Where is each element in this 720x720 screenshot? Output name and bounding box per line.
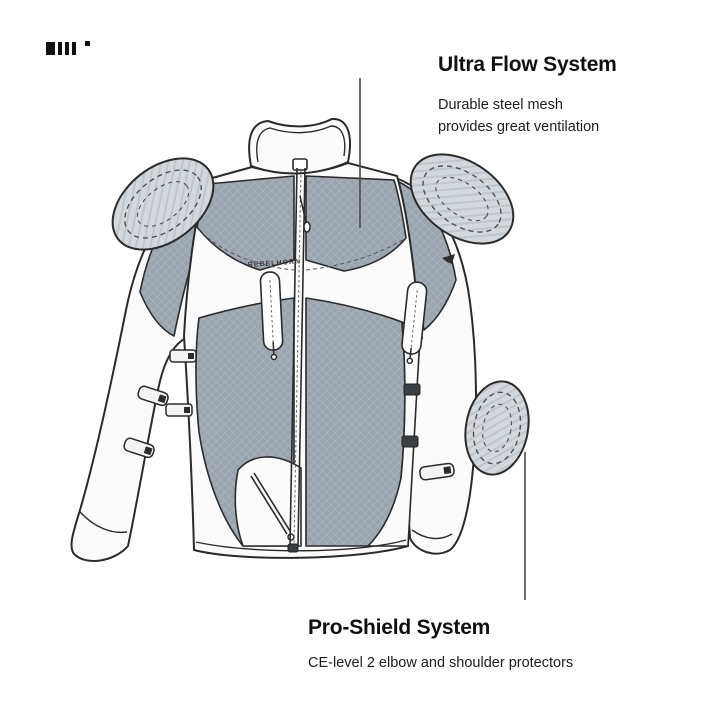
right-side-buckle-upper <box>403 383 421 396</box>
brand-bar <box>65 42 69 55</box>
right-side-buckle-lower <box>401 435 419 448</box>
right-cuff-seam <box>411 529 453 540</box>
right-elbow-protector-pad <box>464 380 530 476</box>
zipper-bottom-stop <box>287 543 299 553</box>
brand-bar <box>58 42 62 55</box>
zipper-pull <box>303 221 311 233</box>
right-chest-pocket-pullcord <box>409 347 412 358</box>
lower-pocket-zipper <box>253 472 291 532</box>
left-forearm-strap-upper <box>137 385 169 407</box>
ultra-flow-description-line1: Durable steel mesh <box>438 97 563 113</box>
right-chest-pocket-pull <box>406 357 414 365</box>
left-chest-pocket-zip <box>269 280 274 343</box>
left-chest-pocket-pullcord <box>272 341 275 355</box>
ultra-flow-title: Ultra Flow System <box>438 53 617 76</box>
lower-pocket-zipper <box>250 475 288 535</box>
right-side-panel <box>367 321 421 547</box>
hem-seam <box>195 539 407 552</box>
brand-square <box>85 41 90 46</box>
left-waist-strap-upper <box>169 349 197 363</box>
pro-shield-title: Pro-Shield System <box>308 616 491 639</box>
main-zipper-teeth <box>293 169 302 545</box>
right-forearm-strap <box>419 462 455 481</box>
collar-inner-seam <box>256 125 346 163</box>
zipper-pull-cord <box>299 195 307 223</box>
left-waist-strap-lower <box>165 403 193 417</box>
main-zipper <box>297 167 306 547</box>
left-shoulder-protector-pad <box>111 157 215 251</box>
left-chest-pocket-pull <box>270 353 278 361</box>
main-zipper <box>289 167 298 547</box>
collar <box>248 117 351 175</box>
zipper-garage <box>292 158 308 171</box>
left-chest-pocket <box>259 271 284 361</box>
left-forearm-strap-lower <box>123 437 155 459</box>
right-lower-mesh <box>305 297 406 547</box>
chest-brand-label: REBELHORN <box>248 258 302 269</box>
right-chest-pocket <box>401 281 428 365</box>
chest-seam-stitch <box>196 227 295 271</box>
ultra-flow-description-line2: provides great ventilation <box>438 119 600 135</box>
brand-bar <box>46 42 55 55</box>
brand-bar <box>72 42 76 55</box>
chest-brand-glyph <box>442 254 455 264</box>
ultra-flow-description: Durable steel mesh provides great ventil… <box>438 94 599 138</box>
right-shoulder-protector-pad <box>409 153 515 245</box>
rebelhorn-brand-mark-icon <box>46 40 90 56</box>
left-cuff-seam <box>79 511 128 534</box>
pro-shield-description: CE-level 2 elbow and shoulder protectors <box>308 655 574 671</box>
